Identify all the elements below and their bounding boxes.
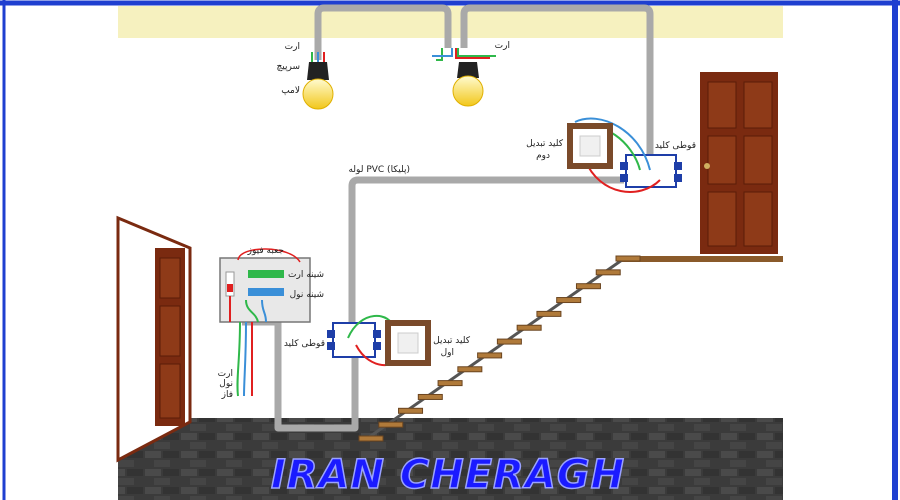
label-out-earth: ارت (218, 369, 233, 379)
stair-tread (417, 393, 443, 400)
stair-tread (358, 435, 384, 442)
stair-tread (595, 269, 621, 276)
label-pvc-pipe: لوله PVC (پلیکا) (348, 165, 410, 175)
watermark-text: IRAN CHERAGH (271, 452, 625, 498)
label-earth-left: ارت (285, 42, 300, 52)
stair-tread (496, 338, 522, 345)
lamp-right (432, 48, 496, 107)
pvc-conduit (242, 4, 654, 432)
stair-tread (457, 366, 483, 373)
label-lamp-left: لامپ (281, 86, 300, 96)
label-out-neutral: نول (219, 379, 233, 389)
floor (118, 418, 783, 500)
fuse-box (219, 248, 311, 323)
door-right (700, 72, 778, 254)
label-switch-one-sub: اول (441, 348, 454, 358)
door-left (116, 215, 192, 463)
label-switch-two: کلید تبدیل (526, 139, 564, 149)
label-earth-bus: شینه ارت (288, 270, 324, 280)
label-out-phase: فاز (221, 390, 233, 400)
label-neutral-bus: شینه نول (290, 290, 324, 300)
staircase (358, 255, 641, 442)
label-socket-left: سرپیچ (276, 62, 300, 72)
switch-two (567, 123, 613, 169)
stair-tread (477, 352, 503, 359)
junction-box-lower (327, 315, 406, 367)
stair-tread (516, 324, 542, 331)
stair-tread (437, 380, 463, 387)
label-fuse-box: جعبه فیوز (247, 246, 284, 256)
stair-tread (556, 297, 582, 304)
stair-tread (575, 283, 601, 290)
stair-tread (615, 255, 641, 262)
switch-one (385, 320, 431, 366)
feeder-wires (236, 321, 254, 397)
stair-tread (398, 407, 424, 414)
label-switch-two-sub: دوم (536, 151, 550, 161)
stair-tread (378, 421, 404, 428)
stair-tread (536, 310, 562, 317)
label-switch-one: کلید تبدیل (433, 336, 471, 346)
label-junction-lower: قوطی کلید (284, 339, 325, 349)
upper-landing (618, 256, 783, 262)
lamp-left (302, 52, 334, 110)
label-earth-right: ارت (495, 41, 510, 51)
label-junction-upper: قوطی کلید (655, 141, 696, 151)
